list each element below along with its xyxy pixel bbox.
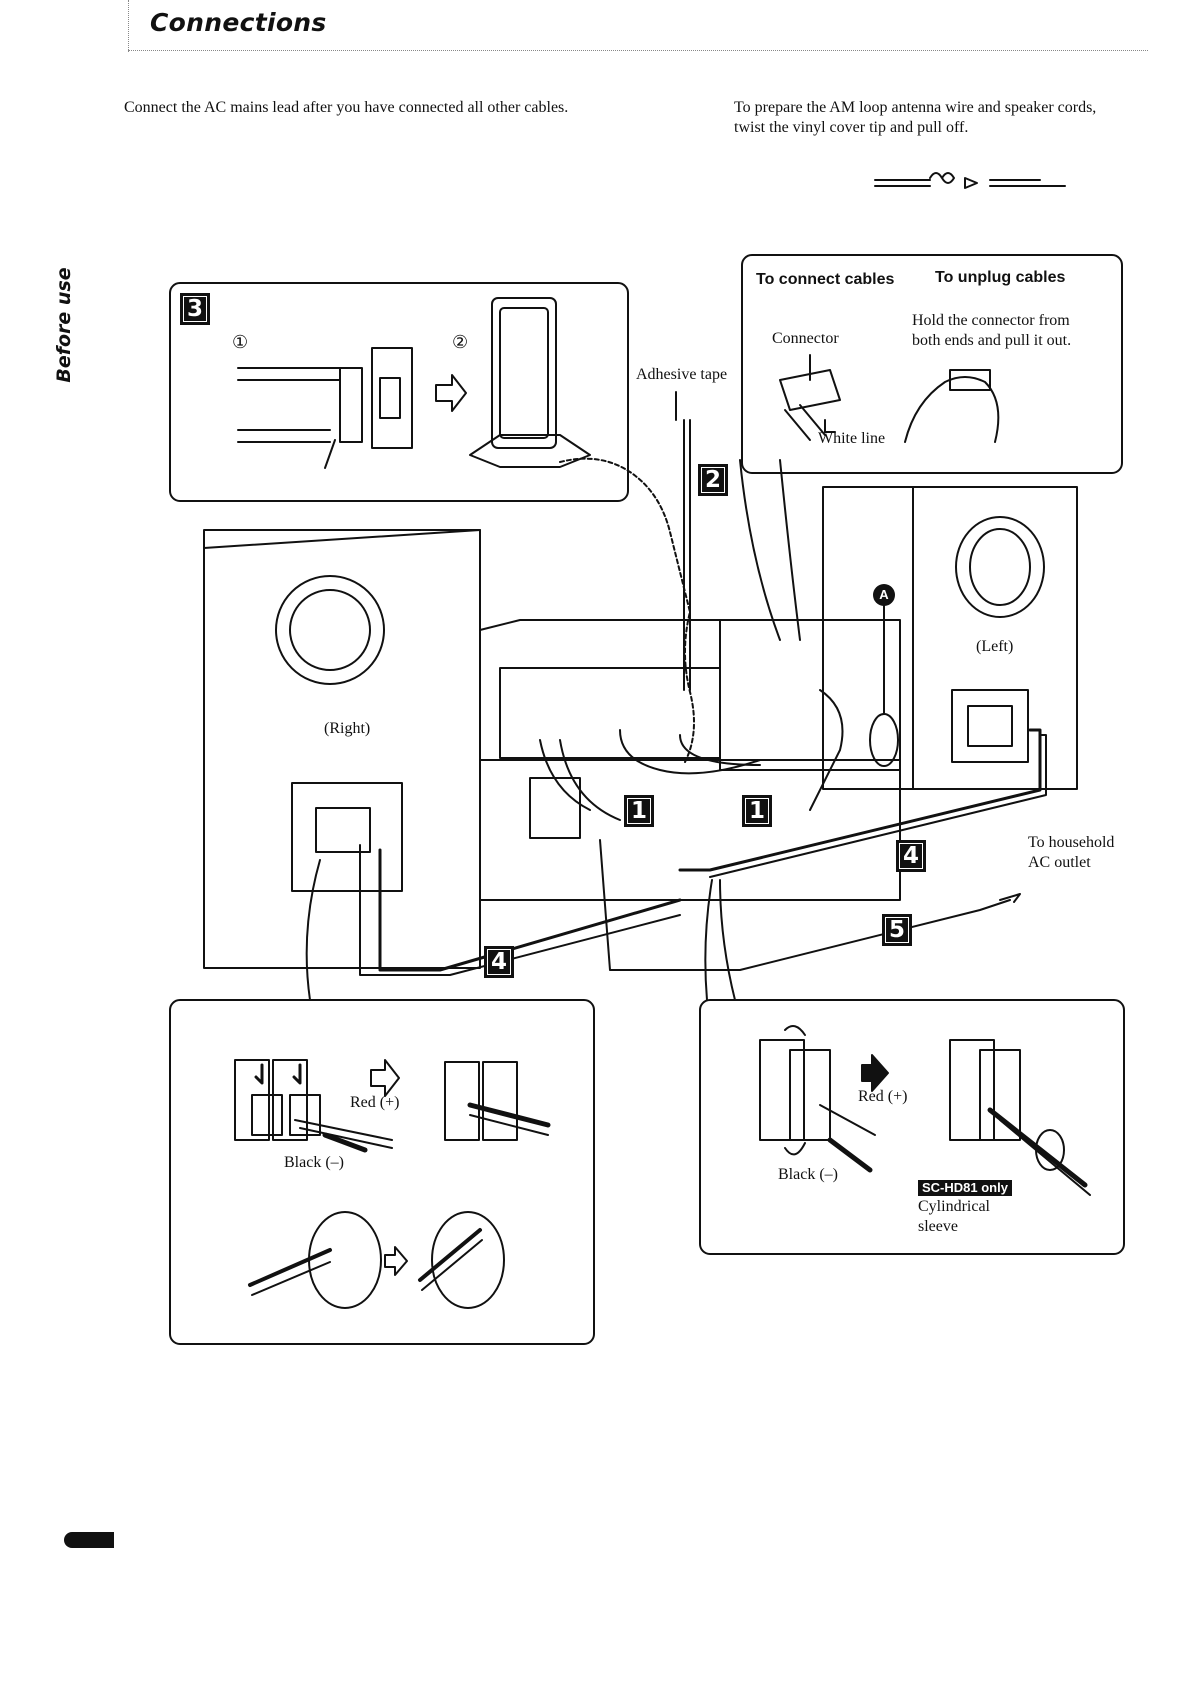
substep-1: ① — [232, 332, 249, 352]
spring-terminal-right — [759, 1025, 876, 1173]
arrow-filled-icon — [861, 1054, 889, 1092]
white-line-label: White line — [818, 430, 886, 447]
household-label-1: To household — [1028, 834, 1115, 851]
left-red-label: Red (+) — [350, 1094, 400, 1111]
connect-cables-title: To connect cables — [756, 271, 895, 288]
sleeve-label-1: Cylindrical — [918, 1198, 990, 1215]
model-tag: SC-HD81 only — [918, 1180, 1012, 1196]
main-unit-bottom — [479, 759, 901, 901]
connector-plug — [779, 354, 841, 441]
intro-right-1: To prepare the AM loop antenna wire and … — [734, 99, 1097, 116]
spring-terminal-left — [234, 1059, 393, 1153]
deck-unit — [719, 619, 901, 771]
step-3-box — [169, 282, 629, 502]
household-label-2: AC outlet — [1028, 854, 1091, 871]
wire-twist-icon — [874, 172, 1066, 189]
left-speaker — [822, 486, 1078, 790]
round-terminal — [248, 1211, 505, 1309]
step-3-number: 3 — [180, 293, 210, 325]
am-antenna-terminal — [237, 347, 413, 469]
arrow-icon-3 — [384, 1246, 408, 1276]
sleeve-label-2: sleeve — [918, 1218, 958, 1235]
right-speaker — [203, 529, 481, 969]
step-1-number-a: 1 — [624, 795, 654, 827]
left-terminal-box — [169, 999, 595, 1345]
substep-2: ② — [452, 332, 469, 352]
page-number-tab — [64, 1532, 114, 1548]
left-black-label: Black (–) — [284, 1154, 344, 1171]
spring-terminal-left-done — [444, 1061, 551, 1141]
right-speaker-terminal — [291, 782, 403, 892]
step-2-number: 2 — [698, 464, 728, 496]
intro-right-2: twist the vinyl cover tip and pull off. — [734, 119, 969, 136]
right-red-label: Red (+) — [858, 1088, 908, 1105]
right-terminal-box — [699, 999, 1125, 1255]
ribbon-cables — [539, 459, 844, 821]
step-1-number-b: 1 — [742, 795, 772, 827]
left-speaker-terminal — [951, 689, 1029, 763]
left-speaker-label: (Left) — [976, 638, 1014, 655]
right-speaker-label: (Right) — [324, 720, 371, 737]
cable-box — [741, 254, 1123, 474]
right-black-label: Black (–) — [778, 1166, 838, 1183]
connector-label: Connector — [772, 330, 839, 347]
step-4-number-a: 4 — [896, 840, 926, 872]
step-5-number: 5 — [882, 914, 912, 946]
step-4-number-b: 4 — [484, 946, 514, 978]
am-loop-antenna — [469, 297, 591, 468]
marker-a: A — [873, 584, 895, 606]
unplug-hands — [904, 369, 1000, 443]
adhesive-tape-label: Adhesive tape — [636, 366, 728, 383]
unplug-text-1: Hold the connector from — [912, 312, 1070, 329]
arrow-icon-2 — [370, 1059, 400, 1097]
header-rule — [128, 50, 1148, 51]
unplug-text-2: both ends and pull it out. — [912, 332, 1072, 349]
intro-left: Connect the AC mains lead after you have… — [124, 99, 569, 116]
arrow-icon — [435, 374, 467, 412]
spring-terminal-right-done — [949, 1039, 1091, 1196]
unplug-cables-title: To unplug cables — [935, 269, 1066, 286]
header-rule-vertical — [128, 0, 129, 52]
page-title: Connections — [150, 8, 327, 37]
